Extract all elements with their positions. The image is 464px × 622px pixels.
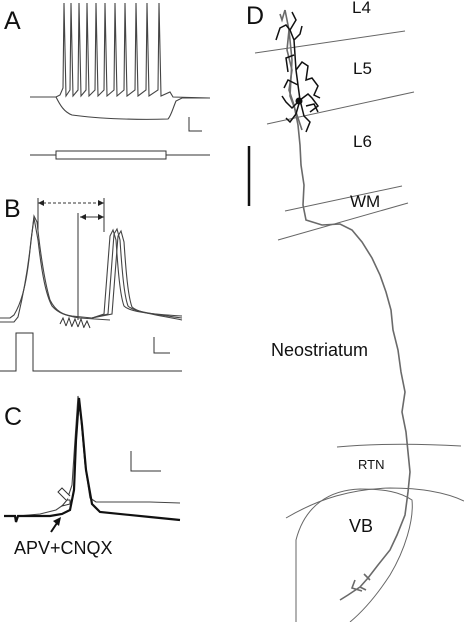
layer-label-l5: L5 (353, 59, 372, 78)
panel-b-scale-bar (153, 337, 170, 354)
panel-b: B (0, 195, 183, 372)
panel-b-vertical-markers (37, 198, 105, 320)
layer-boundary-l5-l6 (266, 91, 415, 125)
panel-b-first-spike-overlay (0, 217, 111, 323)
rtn-upper-boundary (336, 443, 462, 448)
panel-a-letter: A (4, 7, 21, 35)
panel-d: D L4 L5 L6 WM Neostriatum RTN VB (246, 0, 464, 622)
panel-c-drug-label: APV+CNQX (14, 538, 113, 558)
region-label-neostriatum: Neostriatum (271, 340, 368, 360)
panel-a-hyperpolarizing-trace (30, 96, 210, 120)
neuron-axon (284, 9, 411, 588)
rtn-lower-boundary (285, 487, 464, 519)
neuron-axon-upper (279, 9, 303, 131)
panel-b-second-spike-1 (91, 228, 183, 319)
panel-c: C APV+CNQX (4, 395, 181, 558)
panel-b-letter: B (4, 195, 21, 223)
vb-boundary (295, 488, 413, 622)
region-label-vb: VB (349, 516, 373, 536)
panel-b-second-spike-2 (91, 227, 183, 319)
panel-b-second-spike-3 (91, 229, 183, 321)
layer-label-wm: WM (350, 192, 380, 211)
panel-b-subthreshold-traces (59, 316, 91, 329)
panel-c-letter: C (4, 403, 22, 431)
panel-b-interval-solid-arrowheads (80, 214, 104, 220)
neuron-axon-terminal (339, 573, 371, 601)
layer-label-l4: L4 (352, 0, 371, 17)
panel-a-stimulus-bar (55, 150, 167, 160)
panel-b-stimulus-pulse (0, 332, 182, 372)
layer-label-l6: L6 (353, 132, 372, 151)
neuron-dendrites (275, 11, 321, 133)
layer-boundary-wm-lower (277, 202, 409, 241)
neuron-soma (295, 97, 303, 105)
layer-boundary-l6-wm (284, 185, 403, 212)
panel-c-open-arrow (57, 487, 71, 507)
panel-c-scale-bar (130, 451, 161, 472)
panel-d-letter: D (246, 2, 264, 30)
layer-boundary-l4-l5 (254, 30, 406, 54)
panel-c-filled-arrow (50, 517, 61, 533)
panel-a: A (4, 2, 211, 160)
panel-a-scale-bar (188, 117, 202, 132)
panel-a-spike-trace (30, 2, 211, 99)
panel-c-drug-trace (4, 397, 181, 523)
region-label-rtn: RTN (358, 457, 384, 472)
